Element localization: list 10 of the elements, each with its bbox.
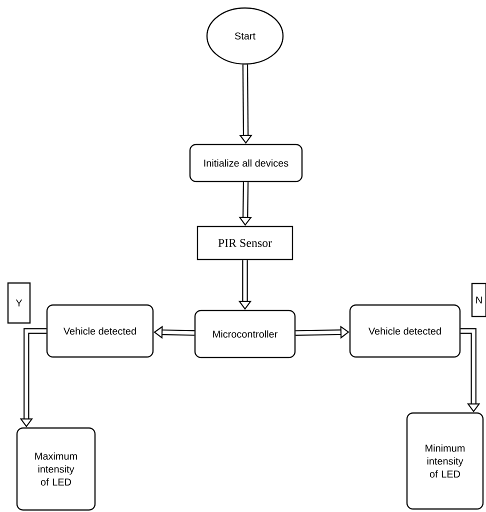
result-box: Minimum intensity of LED (406, 412, 484, 510)
answer-box: Y (7, 282, 31, 324)
result-box: Maximum intensity of LED (16, 427, 96, 511)
process-box: PIR Sensor (196, 226, 294, 260)
answer-box: N (471, 282, 486, 318)
process-box: Initialize all devices (189, 144, 303, 182)
process-box: Vehicle detected (46, 304, 154, 358)
process-box: Microcontroller (194, 310, 296, 358)
process-box: Vehicle detected (349, 304, 461, 358)
start-oval: Start (206, 7, 284, 65)
